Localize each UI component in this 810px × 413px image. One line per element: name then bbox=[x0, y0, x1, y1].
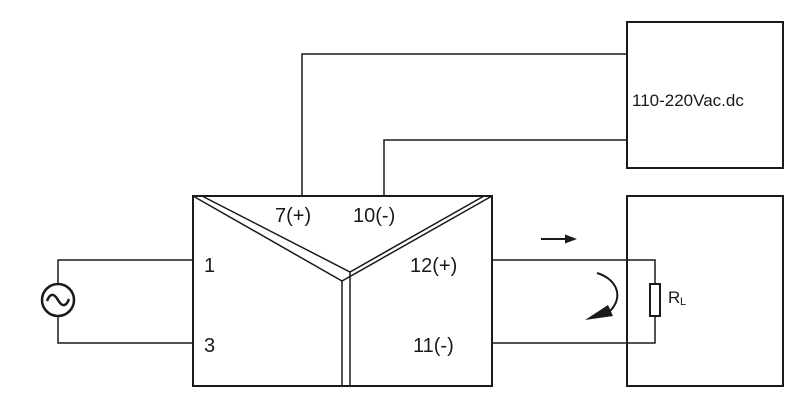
terminal-10-label: 10(-) bbox=[353, 205, 395, 227]
wire-terminal-10-to-supply bbox=[383, 139, 627, 196]
isolator-module bbox=[192, 195, 493, 387]
wire-terminal-11-to-load bbox=[492, 316, 656, 344]
terminal-3-label: 3 bbox=[204, 335, 215, 357]
power-supply-label: 110-220Vac.dc bbox=[632, 91, 744, 110]
terminal-1-label: 1 bbox=[204, 255, 215, 277]
wire-source-to-terminal-1 bbox=[57, 259, 193, 284]
terminal-12-label: 12(+) bbox=[410, 255, 457, 277]
load-resistor-label: R bbox=[668, 288, 680, 307]
load-resistor-label-subscript: L bbox=[680, 296, 686, 308]
load-resistor-icon bbox=[649, 283, 661, 317]
wire-source-to-terminal-3 bbox=[57, 316, 193, 344]
terminal-7-label: 7(+) bbox=[275, 205, 311, 227]
wire-terminal-12-to-load bbox=[492, 259, 656, 284]
current-arrow-icon bbox=[541, 234, 577, 244]
current-loop-arrow-icon bbox=[585, 272, 619, 320]
terminal-11-label: 11(-) bbox=[413, 335, 454, 357]
power-supply-box bbox=[626, 21, 784, 169]
ac-source-icon bbox=[40, 282, 76, 318]
wire-terminal-7-to-supply bbox=[301, 53, 627, 196]
